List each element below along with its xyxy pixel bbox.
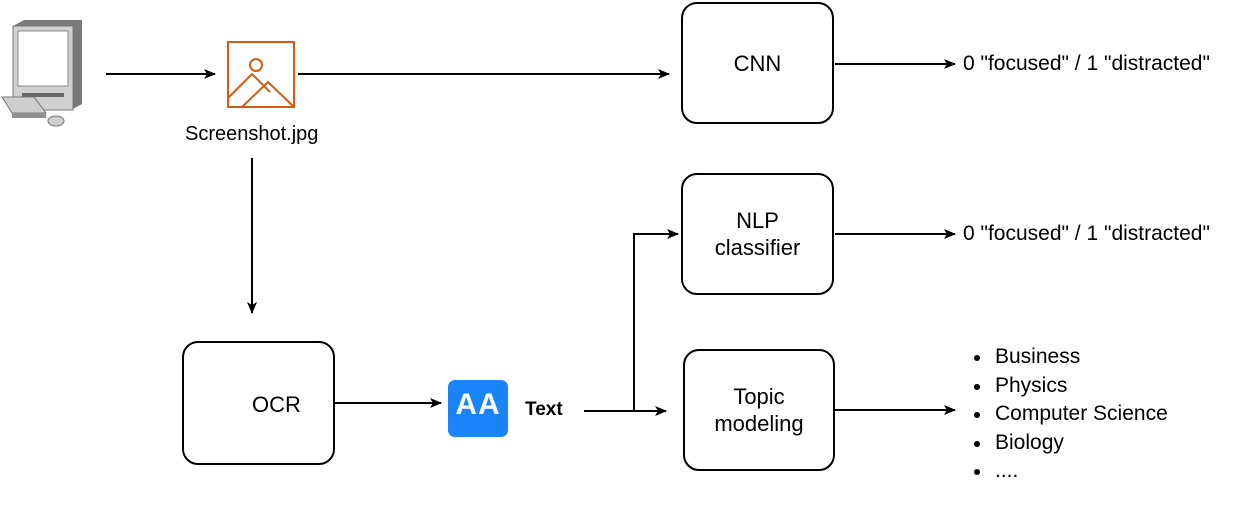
topic-item: ....: [974, 457, 1168, 486]
nlp-label-line2: classifier: [714, 235, 801, 260]
nlp-classifier-box: NLP classifier: [681, 173, 834, 295]
topic-label-line2: modeling: [714, 411, 804, 436]
image-file-icon: [227, 41, 295, 108]
nlp-output-label: 0 "focused" / 1 "distracted": [963, 222, 1210, 245]
font-size-icon-glyph: AA: [455, 388, 501, 421]
topic-item: Physics: [974, 372, 1168, 401]
font-size-icon: [448, 380, 508, 437]
topic-item: Computer Science: [974, 400, 1168, 429]
topic-output-list: Business Physics Computer Science Biolog…: [974, 343, 1168, 486]
ocr-box: OCR: [182, 341, 335, 465]
screenshot-label: Screenshot.jpg: [185, 123, 319, 145]
ocr-label: OCR: [252, 392, 301, 417]
nlp-label-line1: NLP: [736, 208, 779, 233]
topic-label-line1: Topic: [733, 384, 785, 409]
desktop-computer-icon: [1, 20, 82, 127]
topic-item: Biology: [974, 429, 1168, 458]
text-label: Text: [525, 399, 563, 420]
topic-item: Business: [974, 343, 1168, 372]
arrow-text-to-nlp: [633, 229, 679, 411]
topic-modeling-box: Topic modeling: [683, 349, 835, 471]
cnn-label: CNN: [733, 50, 782, 76]
cnn-output-label: 0 "focused" / 1 "distracted": [963, 52, 1210, 75]
cnn-box: CNN: [681, 2, 834, 124]
